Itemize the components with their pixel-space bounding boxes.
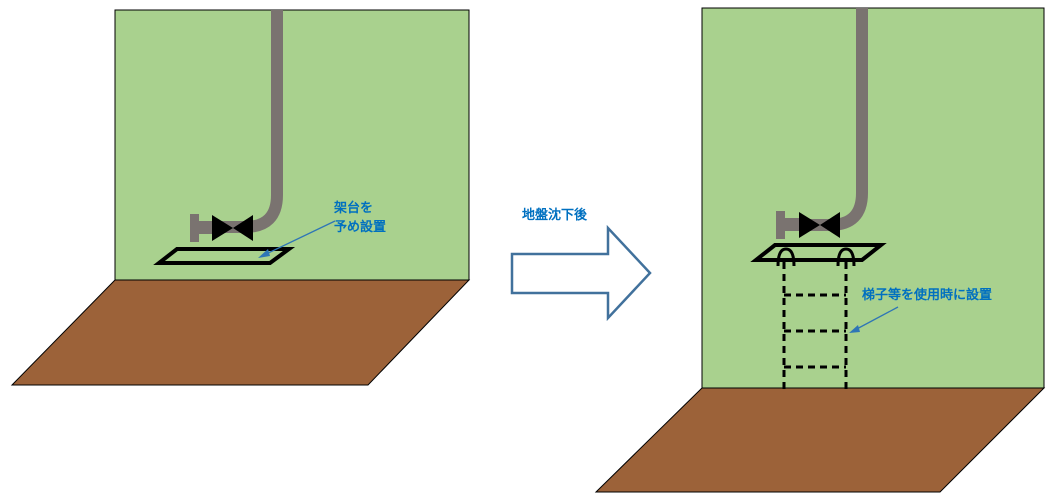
support-frame-before <box>153 247 296 265</box>
ground-after <box>594 387 1046 493</box>
after-panel: 梯子等を使用時に設置 <box>594 7 1046 493</box>
ladder-dashed <box>782 262 848 392</box>
ladder-hook-right <box>836 247 856 267</box>
ground-before <box>10 279 471 386</box>
wall-before <box>114 9 470 281</box>
pointer-arrow-after <box>852 306 899 332</box>
ladder-hook-left <box>776 247 796 267</box>
after-label: 梯子等を使用時に設置 <box>862 287 992 303</box>
arrow-caption: 地盤沈下後 <box>522 207 588 223</box>
pointer-arrowhead-after <box>849 325 860 333</box>
gate-valve-icon <box>212 215 253 241</box>
flange-before <box>190 214 199 242</box>
flange-stub-after <box>785 218 800 231</box>
flange-stub-before <box>199 221 213 234</box>
before-panel: 架台を 予め設置 <box>10 9 471 386</box>
before-label-line2: 予め設置 <box>334 219 386 235</box>
support-frame-after <box>750 243 887 262</box>
pointer-arrow-before <box>261 220 336 257</box>
wall-after <box>701 7 1045 389</box>
flange-after <box>776 211 785 239</box>
gate-valve-icon-after <box>799 212 840 238</box>
block-arrow-right-icon <box>510 224 652 322</box>
pointer-arrowhead-before <box>258 249 270 258</box>
transition-arrow: 地盤沈下後 <box>510 207 652 322</box>
before-label-line1: 架台を <box>333 200 373 216</box>
